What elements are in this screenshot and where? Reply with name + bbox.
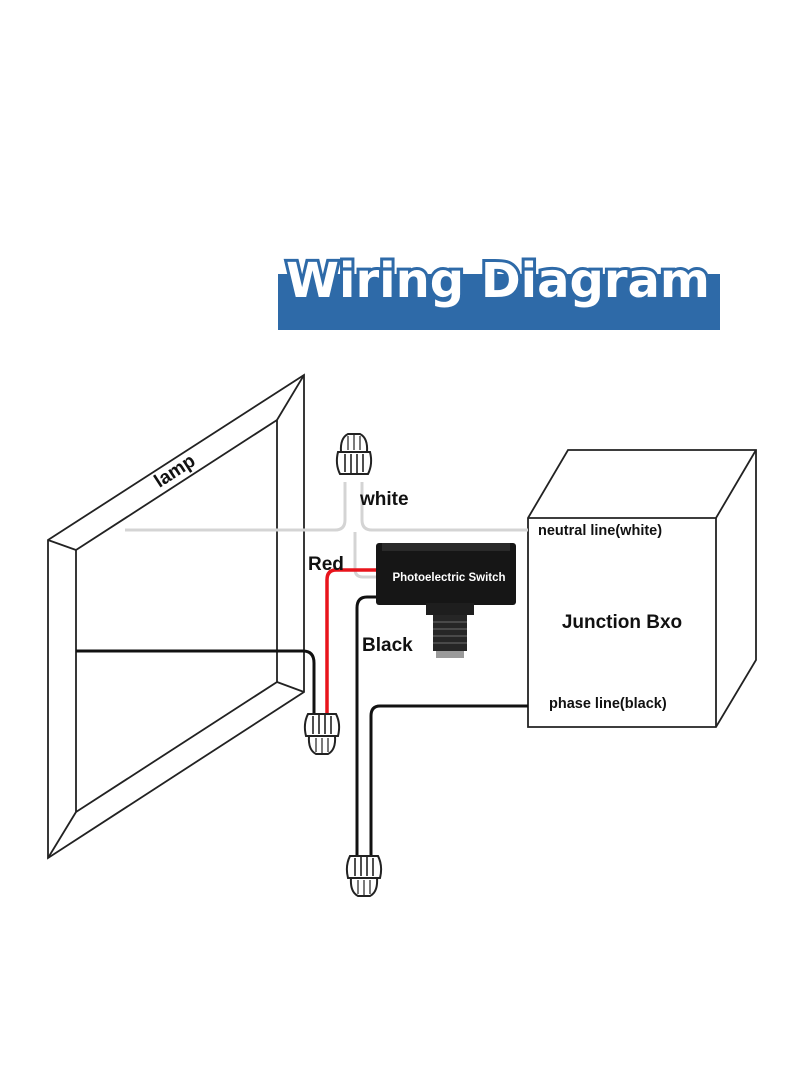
lamp-fixture [47,373,305,860]
junction-box-label: Junction Bxo [562,612,682,633]
red-wire [325,568,387,718]
red-wire-label: Red [308,554,344,575]
title-banner-bar [278,274,720,330]
photoelectric-switch [376,543,516,658]
wire-nut-icon [335,433,373,475]
junction-box [527,449,757,728]
neutral-line-label: neutral line(white) [538,523,662,539]
wire-nut-icon [303,713,341,755]
title-banner: Wiring Diagram [278,250,720,330]
wire-nut-icon [345,855,383,897]
white-wire-label: white [359,489,409,510]
phase-line-label: phase line(black) [549,696,667,712]
black-wire-label: Black [362,635,413,656]
switch-label: Photoelectric Switch [392,572,505,584]
page-title: Wiring Diagram [286,253,710,309]
black-wire [76,595,528,862]
